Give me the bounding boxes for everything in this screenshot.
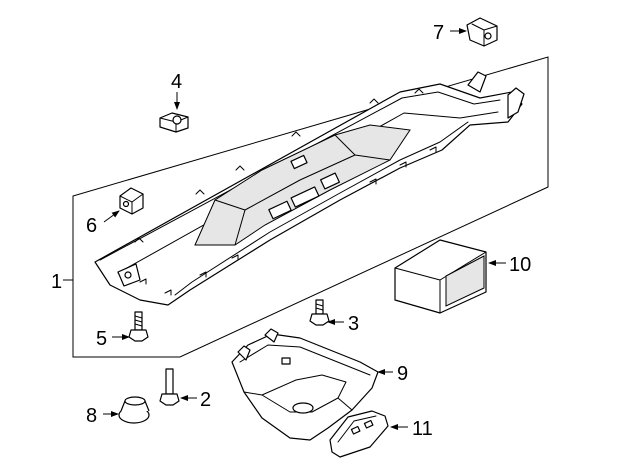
callout-5: 5 bbox=[96, 328, 107, 350]
callout-3: 3 bbox=[348, 313, 359, 335]
bracket-7-part bbox=[466, 17, 498, 47]
bracket-6-part bbox=[119, 187, 144, 215]
assembly-boundary bbox=[72, 56, 549, 358]
callout-7: 7 bbox=[433, 22, 444, 44]
callout-10: 10 bbox=[509, 254, 531, 276]
clip-4-part bbox=[159, 112, 189, 133]
screw-2-part bbox=[159, 368, 180, 406]
callout-11: 11 bbox=[412, 418, 433, 440]
headliner-panel-part bbox=[94, 71, 525, 306]
module-10-part bbox=[394, 239, 487, 314]
bolt-3-part bbox=[309, 299, 330, 326]
callout-1: 1 bbox=[51, 271, 62, 293]
callout-9: 9 bbox=[397, 363, 408, 385]
cap-8-part bbox=[118, 396, 150, 424]
leader-6 bbox=[103, 210, 120, 223]
callout-8: 8 bbox=[86, 405, 97, 427]
callout-2: 2 bbox=[200, 389, 211, 411]
console-housing-9-part bbox=[231, 328, 379, 441]
bolt-5-part bbox=[128, 311, 149, 342]
callout-6: 6 bbox=[86, 215, 97, 237]
callout-4: 4 bbox=[171, 71, 182, 93]
lamp-11-part bbox=[329, 410, 389, 458]
